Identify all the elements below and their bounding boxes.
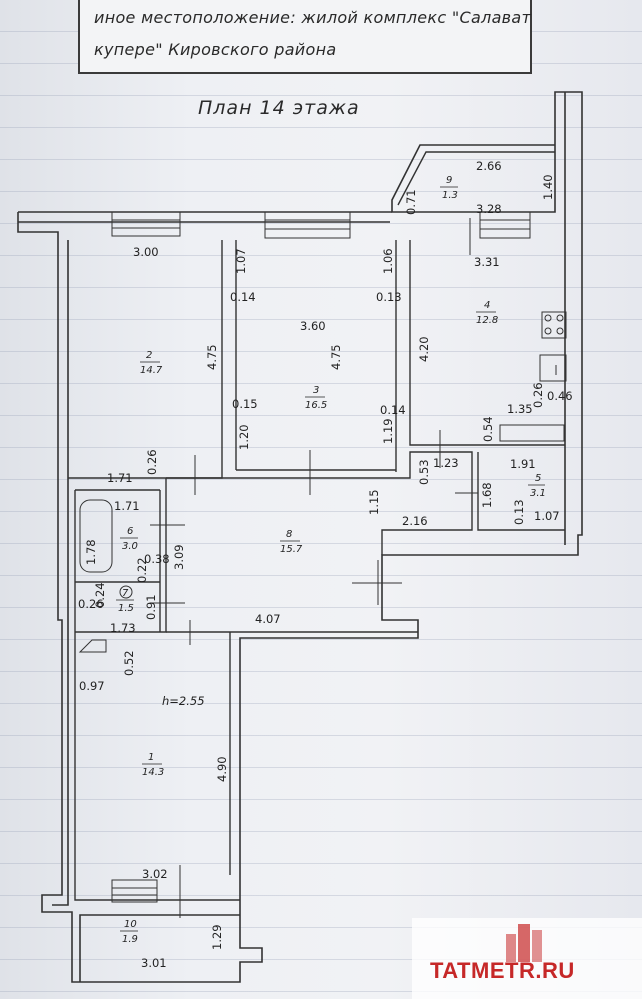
location-note-box: иное местоположение: жилой комплекс "Сал… [78,0,532,74]
room-6-area: 3.0 [122,541,138,552]
dim-1-71-lower: 1.71 [114,499,140,513]
room-4-area: 12.8 [476,315,498,326]
dim-1-73: 1.73 [110,621,136,635]
dim-3-02: 3.02 [142,867,168,881]
dim-0-91: 0.91 [144,594,158,620]
room-4-number: 4 [484,300,490,311]
room-6-number: 6 [127,526,133,537]
dim-3-09: 3.09 [172,544,186,570]
dim-0-38: 0.38 [144,552,170,566]
dim-0-14-bottom: 0.14 [380,403,406,417]
room-5-area: 3.1 [530,488,546,499]
room-2-area: 14.7 [140,365,163,376]
building-logo-icon [506,924,542,962]
dim-0-13: 0.13 [376,290,402,304]
room-9-area: 1.3 [442,190,458,201]
dim-1-15: 1.15 [367,489,381,515]
dim-1-20: 1.20 [237,424,251,450]
dim-1-07: 1.07 [234,248,248,274]
outer-walls [17,91,583,983]
room-10-number: 10 [124,919,137,930]
section-marks [150,218,478,918]
fixtures [78,311,567,653]
dim-0-24: 0.24 [93,582,107,608]
dim-0-13-wc: 0.13 [512,499,526,525]
dim-1-19: 1.19 [381,418,395,444]
windows [111,211,531,903]
room-7-number: 7 [122,588,129,599]
dim-3-31: 3.31 [474,255,500,269]
watermark-text: TATMETR.RU [430,958,575,983]
dim-3-01: 3.01 [141,956,167,970]
dim-1-06: 1.06 [381,248,395,274]
room-3-number: 3 [313,385,319,396]
dim-4-75-center: 4.75 [329,344,343,370]
dim-4-07: 4.07 [255,612,281,626]
room-3-area: 16.5 [305,400,327,411]
dimension-labels: 2.66 1.40 0.71 3.28 3.31 3.00 1.07 1.06 … [78,159,573,970]
tatmetr-watermark: TATMETR.RU [412,918,642,999]
dim-3-00: 3.00 [133,245,159,259]
dim-0-14-top: 0.14 [230,290,256,304]
room-10-area: 1.9 [122,934,138,945]
dim-1-40: 1.40 [541,174,555,200]
dim-3-28: 3.28 [476,202,502,216]
dim-1-29: 1.29 [210,924,224,950]
dim-2-16: 2.16 [402,514,428,528]
dim-0-15: 0.15 [232,397,258,411]
dim-0-46: 0.46 [547,389,573,403]
room-7-area: 1.5 [118,603,134,614]
room-2-number: 2 [146,350,152,361]
dim-1-23: 1.23 [433,456,459,470]
dim-1-71-upper: 1.71 [107,471,133,485]
dim-0-54: 0.54 [481,416,495,442]
dim-1-68: 1.68 [480,482,494,508]
dim-0-26-hall: 0.26 [145,449,159,475]
dim-4-75-left: 4.75 [205,344,219,370]
plan-title: План 14 этажа [198,97,360,119]
room-labels: 2 14.7 3 16.5 4 12.8 5 3.1 6 3.0 7 1.5 8… [116,175,546,945]
dim-0-97: 0.97 [79,679,105,693]
dim-0-71: 0.71 [404,189,418,215]
dim-0-52: 0.52 [122,650,136,676]
dim-1-78: 1.78 [84,539,98,565]
dim-4-20: 4.20 [417,336,431,362]
dim-0-53: 0.53 [417,459,431,485]
location-line-1: иное местоположение: жилой комплекс "Сал… [94,8,532,27]
dim-0-22: 0.22 [135,557,149,583]
location-line-2: купере" Кировского района [94,40,337,59]
dim-3-60: 3.60 [300,319,326,333]
dim-1-07-room5: 1.07 [534,509,560,523]
dim-2-66: 2.66 [476,159,502,173]
interior-walls [68,151,565,901]
room-8-number: 8 [286,529,292,540]
room-8-area: 15.7 [280,544,303,555]
room-9-number: 9 [446,175,452,186]
dim-4-90: 4.90 [215,756,229,782]
room-1-area: 14.3 [142,767,164,778]
dim-0-26-kitchen: 0.26 [531,382,545,408]
room-5-number: 5 [535,473,541,484]
dim-0-26-wc: 0.26 [78,597,104,611]
dim-1-35: 1.35 [507,402,533,416]
ceiling-height: h=2.55 [162,694,205,708]
room-1-number: 1 [148,752,154,763]
dim-1-91: 1.91 [510,457,536,471]
